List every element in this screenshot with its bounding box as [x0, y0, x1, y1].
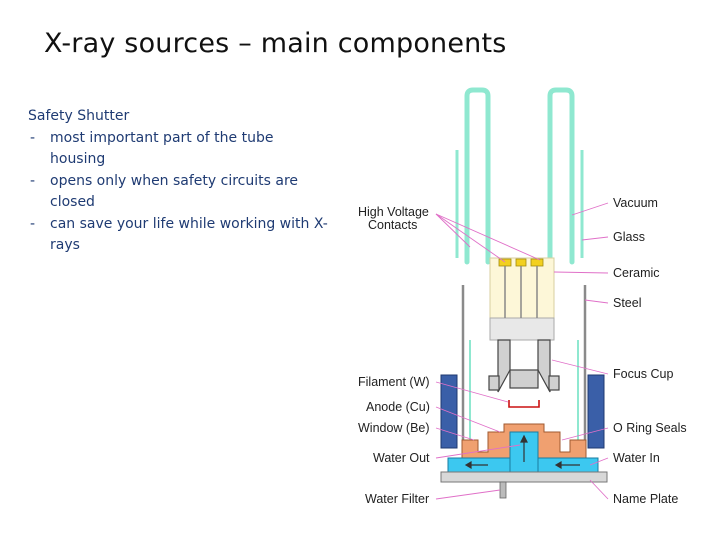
leader-lines — [435, 202, 609, 500]
bullet-marker: - — [30, 172, 36, 189]
filament-wire — [508, 400, 540, 408]
label-name-plate: Name Plate — [613, 492, 678, 506]
ceramic-base — [489, 317, 555, 341]
bullet-marker: - — [30, 129, 36, 146]
focus-cup-assembly — [488, 339, 560, 393]
right-shield — [587, 374, 605, 449]
slide-title: X-ray sources – main components — [44, 28, 507, 59]
steel-housing — [461, 285, 587, 440]
bullet-item: - opens only when safety circuits are cl… — [28, 171, 328, 214]
xray-tube-diagram: High Voltage Contacts Filament (W) Anode… — [358, 87, 687, 506]
label-ceramic: Ceramic — [613, 266, 660, 280]
bullet-text: opens only when safety circuits are clos… — [50, 172, 299, 211]
label-o-ring-seals: O Ring Seals — [613, 421, 687, 435]
label-water-filter: Water Filter — [365, 492, 429, 506]
water-filter — [499, 481, 507, 499]
section-heading: Safety Shutter — [28, 108, 130, 124]
ceramic-contacts — [498, 258, 544, 267]
label-water-in: Water In — [613, 451, 660, 465]
label-focus-cup: Focus Cup — [613, 367, 673, 381]
flow-arrows — [464, 434, 580, 470]
label-anode: Anode (Cu) — [366, 400, 430, 414]
label-vacuum: Vacuum — [613, 196, 658, 210]
glass-tubes — [464, 87, 575, 265]
name-plate — [440, 471, 608, 483]
body-text: Safety Shutter - most important part of … — [28, 106, 328, 257]
bullet-item: - can save your life while working with … — [28, 214, 328, 257]
label-high-voltage-line1: High Voltage — [358, 205, 429, 219]
label-filament: Filament (W) — [358, 375, 430, 389]
internal-wires — [504, 266, 538, 318]
left-shield — [440, 374, 458, 449]
bullet-marker: - — [30, 215, 36, 232]
label-window: Window (Be) — [358, 421, 430, 435]
label-high-voltage-line2: Contacts — [368, 218, 417, 232]
label-glass: Glass — [613, 230, 645, 244]
glass-inner-lines — [469, 340, 579, 440]
label-water-out: Water Out — [373, 451, 430, 465]
bullet-list: - most important part of the tube housin… — [28, 128, 328, 257]
label-steel: Steel — [613, 296, 642, 310]
bullet-text: most important part of the tube housing — [50, 129, 274, 168]
bullet-text: can save your life while working with X-… — [50, 215, 328, 254]
bullet-item: - most important part of the tube housin… — [28, 128, 328, 171]
